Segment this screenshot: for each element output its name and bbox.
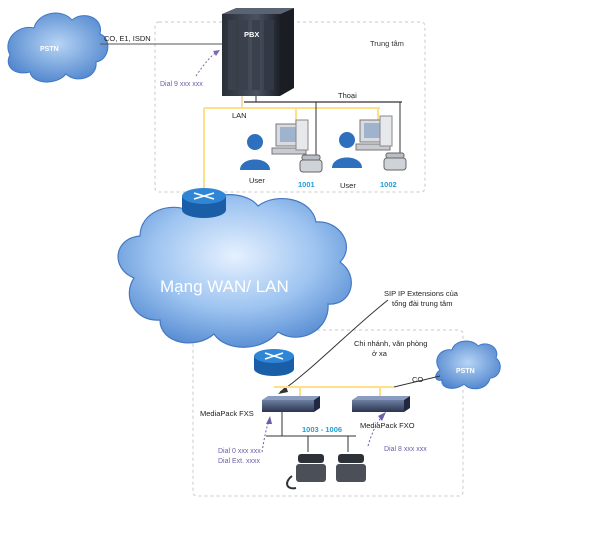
co-e1-isdn-label: CO, E1, ISDN xyxy=(104,34,151,43)
pstn-cloud-right xyxy=(435,340,501,390)
pstn-cloud-left xyxy=(7,12,109,83)
lan-label: LAN xyxy=(232,111,247,120)
dial8-arrowhead xyxy=(378,412,386,421)
pstn-right-label: PSTN xyxy=(456,368,475,375)
dial0-label-line2: Dial Ext. xxxx xyxy=(218,458,261,465)
phone-icon-1002 xyxy=(383,152,407,171)
wan-lan-label: Mạng WAN/ LAN xyxy=(160,277,289,296)
mediapack-fxo-label: MediaPack FXO xyxy=(360,421,415,430)
phone-icon-branch-1 xyxy=(286,454,326,490)
ext-1001-label: 1001 xyxy=(298,180,315,189)
ext-range-label: 1003 - 1006 xyxy=(302,425,342,434)
phone-icon-1001 xyxy=(299,154,323,173)
dial9-label: Dial 9 xxx xxx xyxy=(160,81,203,88)
computer-icon-2 xyxy=(355,115,393,151)
co-line xyxy=(393,375,441,388)
person-icon-2 xyxy=(332,132,362,168)
person-icon-1 xyxy=(240,134,270,170)
sip-label-line2: tổng đài trung tâm xyxy=(392,299,452,308)
user-2-label: User xyxy=(340,181,356,190)
pbx-icon xyxy=(222,8,294,96)
trung-tam-label: Trung tâm xyxy=(370,39,404,48)
mediapack-fxo-device xyxy=(352,396,410,412)
wan-lan-cloud xyxy=(117,194,352,348)
headquarters-box xyxy=(154,21,426,193)
mediapack-fxs-label: MediaPack FXS xyxy=(200,409,254,418)
dial0-arrowhead xyxy=(266,416,272,424)
pstn-left-label: PSTN xyxy=(40,46,59,53)
sip-label-line1: SIP IP Extensions của xyxy=(384,289,459,298)
branch-label-line2: ở xa xyxy=(372,349,388,358)
ext-1002-label: 1002 xyxy=(380,180,397,189)
dial0-label-line1: Dial 0 xxx xxx xyxy=(218,448,261,455)
mediapack-fxs-device xyxy=(262,396,320,412)
dial9-arrowhead xyxy=(213,50,220,56)
phone-icon-branch-2 xyxy=(336,454,366,482)
pbx-label: PBX xyxy=(244,30,259,39)
dial8-label: Dial 8 xxx xxx xyxy=(384,446,427,453)
sip-arrow xyxy=(279,299,389,393)
co-label: CO xyxy=(412,375,423,384)
computer-icon-1 xyxy=(271,119,309,155)
branch-label-line1: Chi nhánh, văn phòng xyxy=(354,339,427,348)
user-1-label: User xyxy=(249,176,265,185)
router-icon-top xyxy=(182,188,226,218)
router-icon-bottom xyxy=(254,349,294,376)
thoai-label: Thoại xyxy=(338,91,357,100)
